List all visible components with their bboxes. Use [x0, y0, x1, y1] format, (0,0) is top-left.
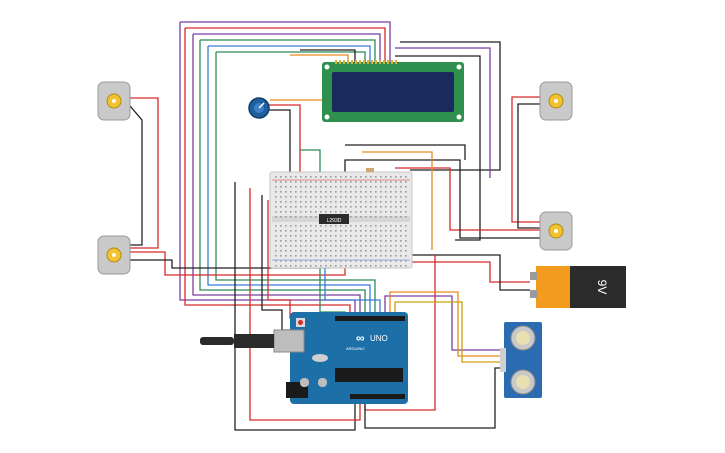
motor-bottom-right: [539, 211, 573, 251]
battery-9v: 9V: [530, 266, 626, 308]
lcd-pins: [335, 60, 397, 64]
ic-chip: L293D: [319, 214, 349, 224]
breadboard-holes: [275, 176, 407, 267]
lcd-display: [322, 60, 464, 122]
resistor: [366, 168, 374, 172]
motor-top-left: [97, 81, 131, 121]
arduino-infinity-icon: ∞: [356, 331, 365, 345]
potentiometer: [248, 97, 270, 119]
ultrasonic-sensor: [500, 322, 542, 398]
motor-bottom-left: [97, 235, 131, 275]
motor-top-right: [539, 81, 573, 121]
arduino-model: UNO: [370, 334, 388, 343]
battery-label: 9V: [595, 280, 609, 295]
ic-chip-label: L293D: [327, 218, 342, 224]
arduino-board: ∞ UNO ARDUINO: [200, 312, 408, 404]
arduino-logo-text: ARDUINO: [346, 346, 364, 351]
